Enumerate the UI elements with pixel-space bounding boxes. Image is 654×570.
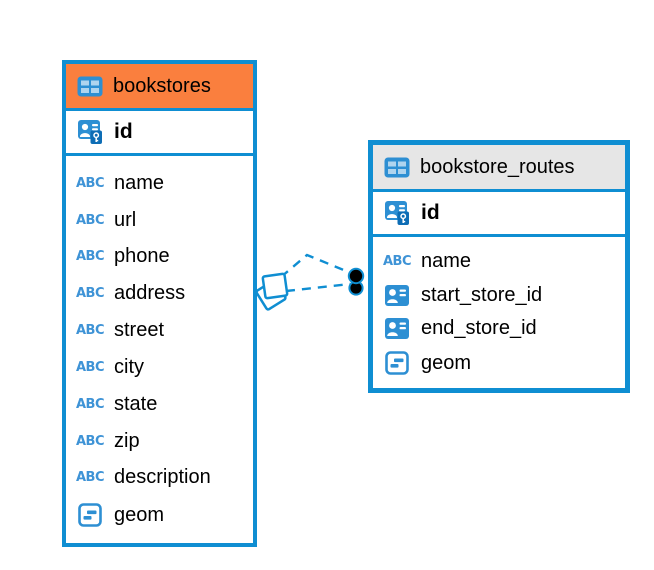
relationship-source-anchor-icon bbox=[255, 272, 289, 311]
field-name: phone bbox=[114, 245, 170, 268]
text-type-icon: ABC bbox=[75, 249, 105, 265]
field-rows: ABC name ABC url ABC phone ABC address A… bbox=[66, 156, 253, 543]
relationship-line-start-store[interactable] bbox=[285, 282, 351, 293]
reference-icon bbox=[382, 285, 412, 306]
text-type-icon: ABC bbox=[75, 433, 105, 449]
table-row[interactable]: geom bbox=[66, 503, 253, 527]
text-type-icon: ABC bbox=[75, 212, 105, 228]
field-name: geom bbox=[421, 351, 472, 374]
table-card-bookstores[interactable]: bookstores id ABC name ABC url ABC phone… bbox=[62, 60, 257, 547]
table-row[interactable]: ABC address bbox=[66, 282, 253, 305]
table-row[interactable]: geom bbox=[373, 351, 625, 375]
table-row[interactable]: ABC phone bbox=[66, 245, 253, 268]
field-name: id bbox=[114, 120, 133, 143]
field-name: end_store_id bbox=[421, 317, 537, 340]
table-row[interactable]: start_store_id bbox=[373, 284, 625, 307]
text-type-icon: ABC bbox=[75, 175, 105, 191]
field-name: start_store_id bbox=[421, 283, 543, 306]
table-title: bookstores bbox=[113, 74, 211, 97]
field-name: url bbox=[114, 208, 137, 231]
table-row[interactable]: id bbox=[66, 111, 253, 156]
geometry-type-icon bbox=[75, 503, 105, 527]
table-icon bbox=[75, 76, 105, 97]
relationship-line-end-store[interactable] bbox=[280, 253, 352, 278]
table-row[interactable]: ABC name bbox=[373, 250, 625, 273]
table-header-bookstore-routes[interactable]: bookstore_routes bbox=[373, 145, 625, 192]
field-name: name bbox=[421, 249, 472, 272]
text-type-icon: ABC bbox=[75, 286, 105, 302]
field-name: address bbox=[114, 282, 186, 305]
text-type-icon: ABC bbox=[75, 323, 105, 339]
primary-key-icon bbox=[75, 120, 105, 144]
table-card-bookstore-routes[interactable]: bookstore_routes id ABC name start_store… bbox=[368, 140, 630, 393]
field-name: street bbox=[114, 319, 165, 342]
field-name: description bbox=[114, 466, 211, 489]
table-row[interactable]: ABC zip bbox=[66, 430, 253, 453]
table-icon bbox=[382, 157, 412, 178]
field-name: zip bbox=[114, 429, 140, 452]
field-name: state bbox=[114, 392, 158, 415]
field-name: name bbox=[114, 171, 165, 194]
primary-key-icon bbox=[382, 201, 412, 225]
text-type-icon: ABC bbox=[75, 470, 105, 486]
field-name: geom bbox=[114, 503, 165, 526]
table-row[interactable]: end_store_id bbox=[373, 317, 625, 340]
table-title: bookstore_routes bbox=[420, 155, 575, 178]
field-name: id bbox=[421, 201, 440, 224]
reference-icon bbox=[382, 318, 412, 339]
geometry-type-icon bbox=[382, 351, 412, 375]
table-row[interactable]: ABC state bbox=[66, 393, 253, 416]
table-header-bookstores[interactable]: bookstores bbox=[66, 64, 253, 111]
table-row[interactable]: ABC name bbox=[66, 172, 253, 195]
field-name: city bbox=[114, 355, 144, 378]
table-row[interactable]: id bbox=[373, 192, 625, 237]
table-row[interactable]: ABC description bbox=[66, 466, 253, 489]
text-type-icon: ABC bbox=[75, 359, 105, 375]
table-row[interactable]: ABC street bbox=[66, 319, 253, 342]
field-rows: ABC name start_store_id end_store_id ge bbox=[373, 237, 625, 388]
text-type-icon: ABC bbox=[382, 253, 412, 269]
text-type-icon: ABC bbox=[75, 396, 105, 412]
table-row[interactable]: ABC city bbox=[66, 356, 253, 379]
table-row[interactable]: ABC url bbox=[66, 209, 253, 232]
